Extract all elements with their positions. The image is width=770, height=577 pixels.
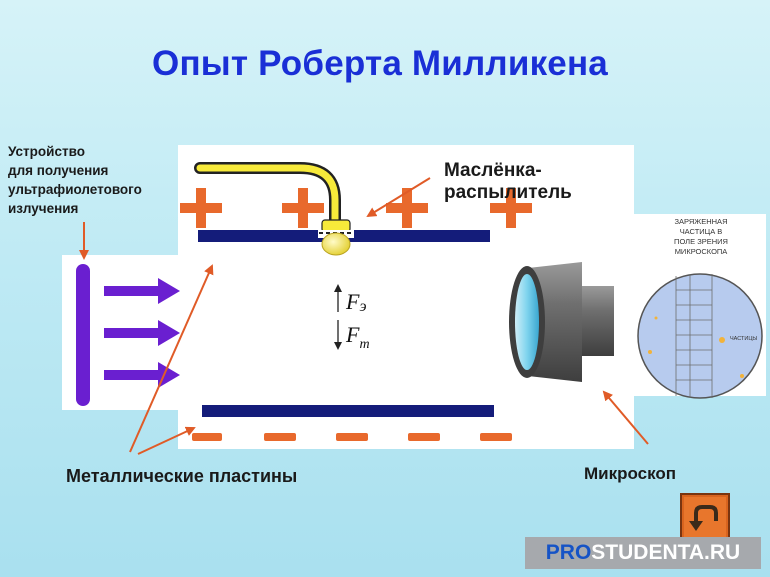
uv-label-line: ультрафиолетового bbox=[8, 182, 142, 197]
uv-arrows bbox=[104, 278, 180, 388]
sprayer-label-line: распылитель bbox=[444, 182, 572, 203]
force-symbol: F bbox=[346, 322, 360, 347]
gravity-force-label: Fт bbox=[346, 322, 370, 353]
watermark-rest: STUDENTA.RU bbox=[591, 541, 741, 564]
bottom-plate bbox=[202, 405, 494, 417]
force-symbol: F bbox=[346, 289, 360, 314]
inset-caption-line: МИКРОСКОПА bbox=[674, 247, 728, 256]
inset-caption-line: ЗАРЯЖЕННАЯ bbox=[674, 217, 728, 226]
return-arrow-icon bbox=[680, 493, 730, 541]
sprayer-label-line: Маслёнка- bbox=[444, 160, 542, 181]
force-subscript: э bbox=[359, 298, 367, 315]
microscope bbox=[509, 262, 614, 382]
uv-device-label: Устройство для получения ультрафиолетово… bbox=[8, 142, 178, 218]
minus-signs bbox=[192, 433, 512, 441]
inset-caption-line: ЧАСТИЦА В bbox=[679, 227, 723, 236]
watermark-prefix: PRO bbox=[545, 541, 592, 564]
uv-label-line: для получения bbox=[8, 163, 109, 178]
back-button[interactable] bbox=[680, 493, 730, 541]
uv-label-line: Устройство bbox=[8, 144, 85, 159]
oil-droplet bbox=[321, 232, 351, 256]
sprayer-label: Маслёнка- распылитель bbox=[444, 160, 572, 204]
force-subscript: т bbox=[359, 337, 370, 352]
plus-signs bbox=[180, 188, 532, 228]
pointer-arrows bbox=[79, 177, 649, 455]
microscope-label: Микроскоп bbox=[584, 464, 677, 483]
inset-particle-label: ЧАСТИЦЫ bbox=[730, 336, 758, 342]
plates-label: Металлические пластины bbox=[66, 466, 298, 486]
site-watermark: PROSTUDENTA.RU bbox=[525, 537, 761, 569]
electric-force-label: Fэ bbox=[346, 289, 367, 316]
inset-caption: ЗАРЯЖЕННАЯ ЧАСТИЦА В ПОЛЕ ЗРЕНИЯ МИКРОСК… bbox=[640, 217, 762, 257]
uv-label-line: излучения bbox=[8, 201, 79, 216]
inset-caption-line: ПОЛЕ ЗРЕНИЯ bbox=[674, 237, 728, 246]
uv-lamp bbox=[76, 264, 90, 406]
page-title: Опыт Роберта Милликена bbox=[152, 44, 608, 83]
microscope-view-inset bbox=[634, 214, 766, 399]
